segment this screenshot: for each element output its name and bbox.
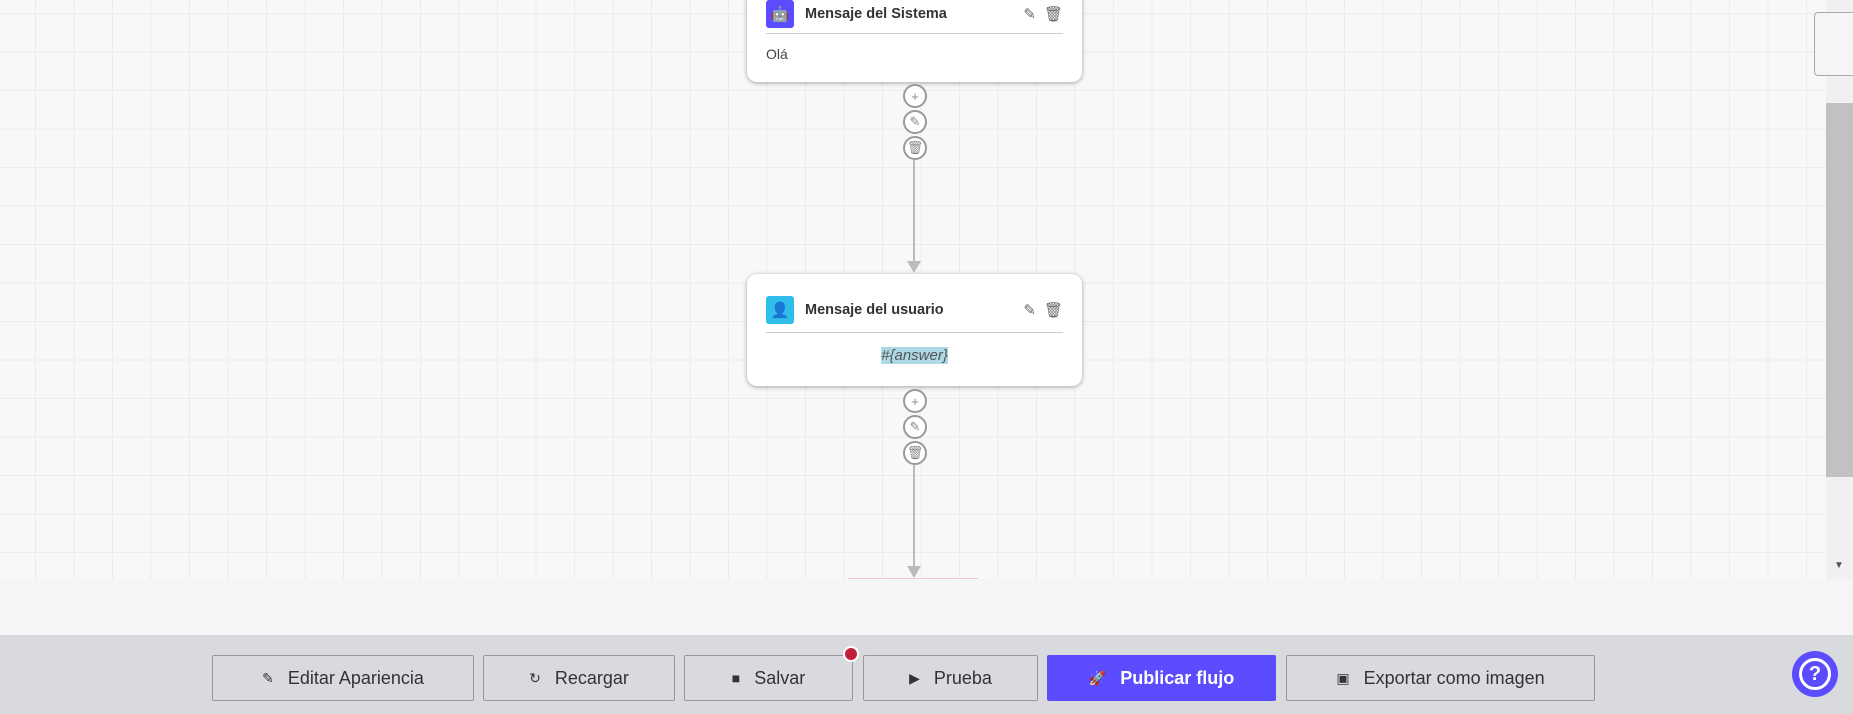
save-button[interactable]: ■ Salvar [684,655,853,701]
delete-node-icon[interactable]: 🗑 [1043,6,1063,23]
export-image-button[interactable]: ▣ Exportar como imagen [1286,655,1595,701]
scrollbar-thumb[interactable] [1826,103,1853,477]
user-icon: 👤 [766,296,794,324]
edit-node-icon[interactable]: ✎ [1023,6,1036,23]
node-title: Mensaje del Sistema [805,6,947,22]
robot-icon: 🤖 [766,0,794,28]
floppy-icon: ■ [731,670,741,686]
button-label: Recargar [554,667,629,688]
next-node-edge [848,578,978,579]
node-title: Mensaje del usuario [805,302,944,318]
edit-icon: ✎ [262,669,274,686]
button-label: Publicar flujo [1120,667,1235,688]
flow-canvas[interactable]: 🤖 Mensaje del Sistema ✎ 🗑 Olá + ✎ 🗑 👤 Me… [0,0,1826,579]
publish-flow-button[interactable]: 🚀 Publicar flujo [1047,655,1276,701]
question-icon: ? [1799,658,1831,690]
node-text: #{answer} [881,347,948,364]
node-user-message[interactable]: 👤 Mensaje del usuario ✎ 🗑 #{answer} [747,274,1082,386]
connector-arrow [907,566,921,578]
edit-node-icon[interactable]: ✎ [1023,302,1036,319]
divider [766,332,1063,333]
delete-node-icon[interactable]: 🗑 [1043,302,1063,319]
test-button[interactable]: ▶ Prueba [863,655,1038,701]
bottom-toolbar: ✎ Editar Apariencia ↻ Recargar ■ Salvar ▶ Pr… [0,635,1853,714]
node-system-message[interactable]: 🤖 Mensaje del Sistema ✎ 🗑 Olá [747,0,1082,82]
add-node-button[interactable]: + [903,84,927,108]
delete-connection-button[interactable]: 🗑 [903,136,927,160]
connector-line [913,160,915,263]
delete-connection-button[interactable]: 🗑 [903,441,927,465]
divider [766,33,1063,34]
edit-appearance-button[interactable]: ✎ Editar Apariencia [212,655,474,701]
image-icon: ▣ [1336,669,1350,686]
minimap-panel[interactable] [1814,12,1853,76]
button-label: Exportar como imagen [1363,667,1545,688]
edit-connection-button[interactable]: ✎ [903,415,927,439]
button-label: Prueba [933,667,992,688]
unsaved-indicator [843,646,859,662]
add-node-button[interactable]: + [903,389,927,413]
refresh-icon: ↻ [529,669,541,686]
help-button[interactable]: ? [1792,651,1838,697]
connector-line [913,465,915,569]
button-label: Editar Apariencia [287,667,424,688]
node-text: Olá [766,46,788,62]
rocket-icon: 🚀 [1088,669,1107,686]
connector-arrow [907,261,921,273]
scroll-down-arrow-icon[interactable]: ▼ [1834,560,1844,571]
edit-connection-button[interactable]: ✎ [903,110,927,134]
vertical-scrollbar[interactable]: ▼ [1826,0,1853,579]
play-icon: ▶ [909,669,920,686]
reload-button[interactable]: ↻ Recargar [483,655,675,701]
button-label: Salvar [754,667,806,688]
